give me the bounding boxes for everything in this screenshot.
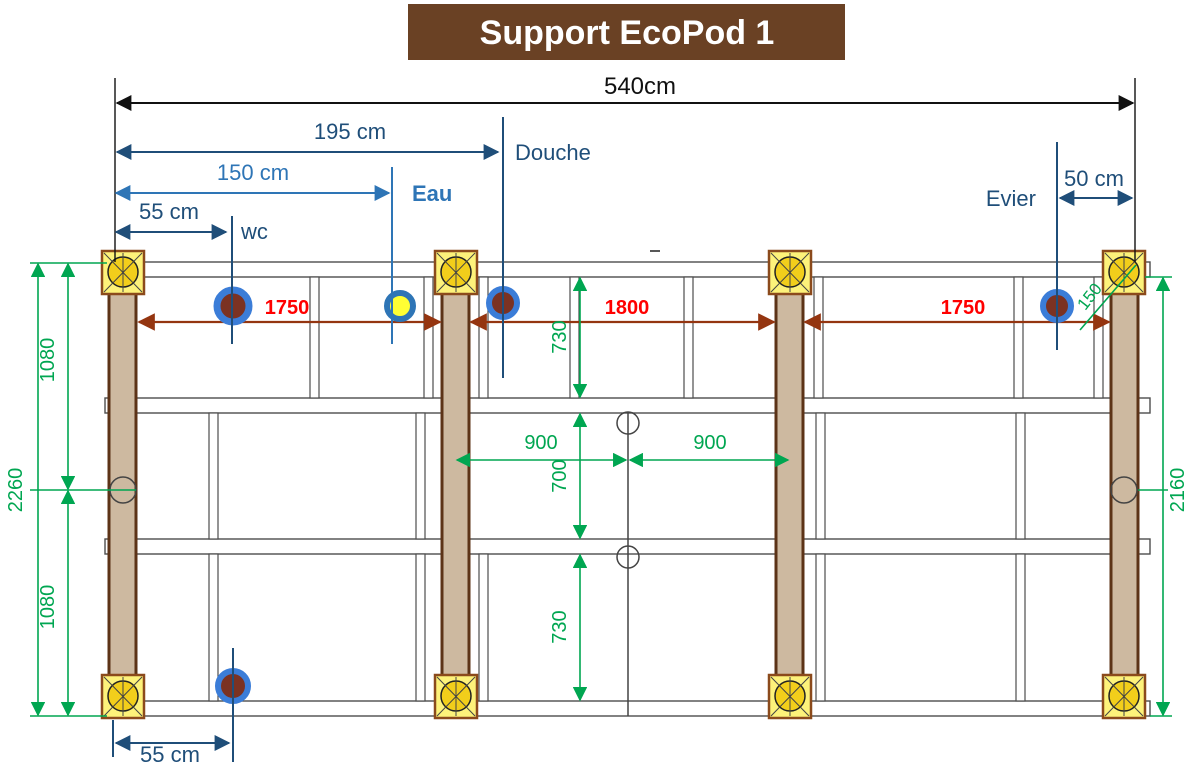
bolt-circle-top — [616, 411, 640, 435]
corner-pad — [100, 673, 146, 720]
wc-top-dimension: 55 cm wc — [114, 199, 268, 344]
label-wc: wc — [240, 219, 268, 244]
center-post — [616, 411, 640, 716]
studs-row-3 — [208, 553, 1026, 702]
dim-left-total: 2260 — [5, 468, 27, 513]
dim-douche: 195 cm — [314, 119, 386, 144]
corner-pad — [1101, 673, 1147, 720]
dim-row1: 730 — [549, 320, 571, 353]
beam-spacing-dimensions: 1750 1800 1750 — [137, 297, 1111, 331]
corner-pad — [433, 673, 479, 720]
studs-row-1 — [309, 276, 1104, 399]
corner-pad — [767, 249, 813, 296]
label-evier: Evier — [986, 186, 1036, 211]
dim-span1: 1750 — [265, 297, 310, 319]
beam-post-3 — [774, 260, 805, 718]
dim-row3: 730 — [549, 610, 571, 643]
plumbing-points — [213, 286, 1074, 704]
dim-span3: 1750 — [941, 297, 986, 319]
dim-wc-top: 55 cm — [139, 199, 199, 224]
dim-wc-bottom: 55 cm — [140, 742, 200, 767]
page-title: Support EcoPod 1 — [480, 14, 775, 52]
beam-post-1 — [107, 260, 138, 718]
eau-dimension: 150 cm Eau — [114, 160, 452, 344]
mid-span-dimensions: 900 900 — [455, 432, 790, 468]
corner-pad — [1101, 249, 1147, 296]
label-douche: Douche — [515, 140, 591, 165]
dim-mid-right: 900 — [693, 432, 726, 454]
corner-pad — [433, 249, 479, 296]
corner-pads — [100, 249, 1147, 720]
title-background — [408, 4, 845, 60]
dim-overall: 540cm — [604, 73, 676, 100]
douche-dimension: 195 cm Douche — [115, 117, 591, 378]
label-eau: Eau — [412, 181, 452, 206]
edge-bolt-right — [1110, 476, 1138, 504]
dim-mid-left: 900 — [524, 432, 557, 454]
corner-pad — [767, 673, 813, 720]
dim-span2: 1800 — [605, 297, 650, 319]
beam-posts — [107, 260, 1140, 718]
dim-eau: 150 cm — [217, 160, 289, 185]
row-height-dimensions: 730 700 730 — [549, 276, 588, 702]
evier-dimension: Evier 50 cm — [986, 142, 1134, 350]
beam-post-2 — [440, 260, 471, 718]
title-banner: Support EcoPod 1 — [408, 4, 845, 60]
dim-left-lower: 1080 — [37, 585, 59, 630]
bolt-circle-bottom — [616, 545, 640, 569]
studs-row-2 — [208, 412, 1026, 540]
right-height-dimension: 2160 — [1138, 276, 1189, 717]
eau-point — [384, 290, 416, 322]
dim-evier: 50 cm — [1064, 166, 1124, 191]
dim-row2: 700 — [549, 459, 571, 492]
overall-width-dimension: 540cm — [114, 73, 1136, 262]
wc-bottom-dimension: 55 cm — [112, 648, 234, 767]
beam-post-4 — [1109, 260, 1140, 718]
dim-right-total: 2160 — [1167, 468, 1189, 513]
corner-pad — [100, 249, 146, 296]
left-height-dimensions: 2260 1080 1080 — [5, 262, 136, 717]
dim-left-upper: 1080 — [37, 338, 59, 383]
